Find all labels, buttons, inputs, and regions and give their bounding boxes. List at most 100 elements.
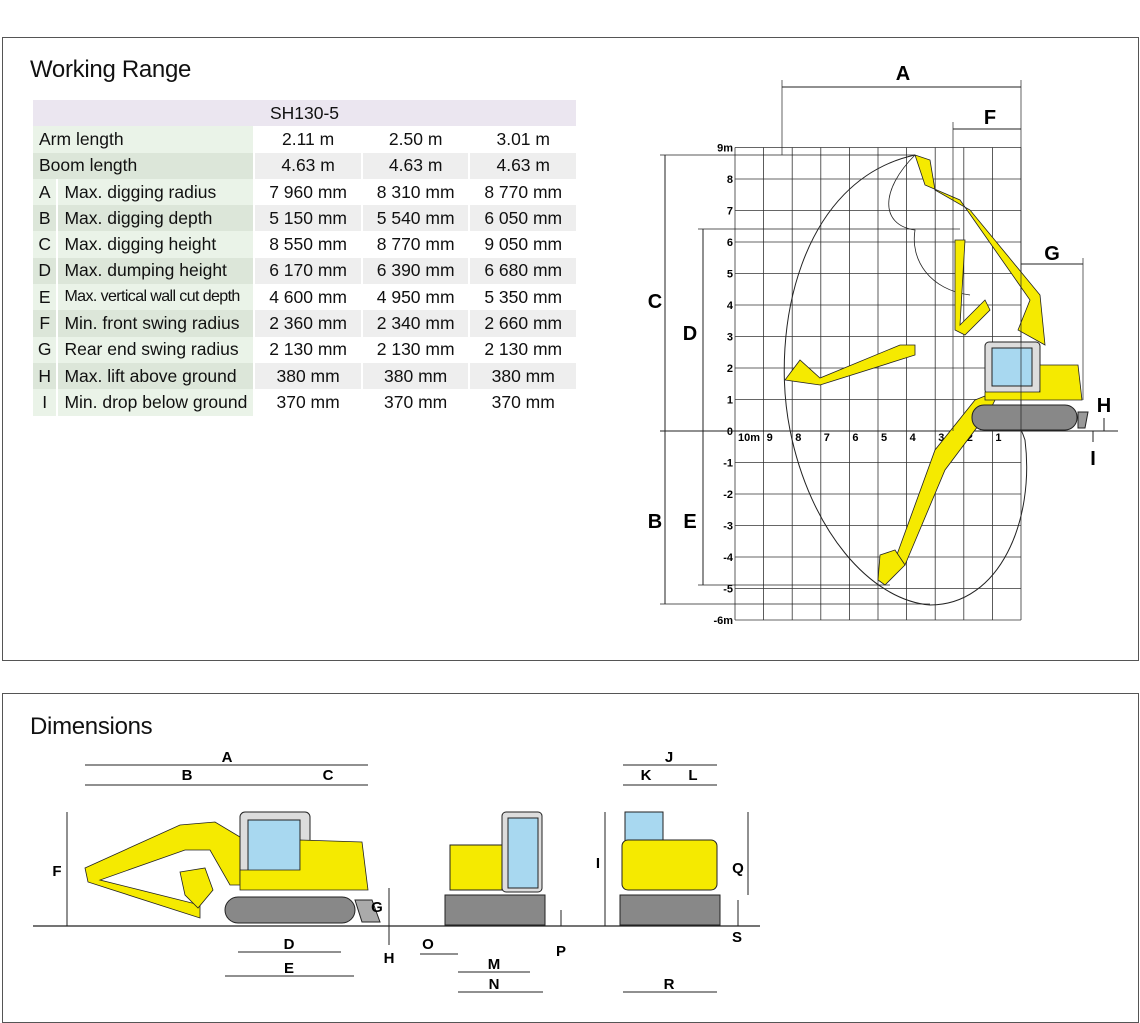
dimension-label: P xyxy=(556,943,566,960)
row-letter: I xyxy=(33,389,59,416)
row-label: Max. vertical wall cut depth xyxy=(57,284,256,311)
arm-extended xyxy=(784,344,916,386)
rear-view-cab xyxy=(624,811,664,843)
row-letter: C xyxy=(33,231,59,258)
row-value: 4 950 mm xyxy=(361,284,471,311)
dimension-label: F xyxy=(984,107,996,129)
row-value: 9 050 mm xyxy=(469,231,578,258)
row-value: 370 mm xyxy=(254,389,363,416)
row-value: 2 130 mm xyxy=(254,336,363,363)
y-tick-label: -4 xyxy=(723,552,734,564)
row-label: Min. drop below ground xyxy=(57,389,256,416)
dimension-label: B xyxy=(182,767,193,784)
row-label: Rear end swing radius xyxy=(57,336,256,363)
dimension-label: S xyxy=(732,929,742,946)
y-tick-label: 2 xyxy=(727,363,733,375)
side-view-track xyxy=(224,896,356,924)
blade xyxy=(1077,411,1089,429)
row-value: 5 540 mm xyxy=(361,205,471,232)
working-range-title: Working Range xyxy=(30,56,192,83)
y-tick-label: -3 xyxy=(723,521,733,533)
table-header-row: SH130-5 xyxy=(33,100,578,127)
row-value: 6 390 mm xyxy=(361,257,471,285)
x-tick-label: 5 xyxy=(881,432,887,444)
row-value: 5 350 mm xyxy=(469,284,578,311)
dimensions-title: Dimensions xyxy=(30,713,153,740)
y-tick-label: 0 xyxy=(727,426,733,438)
dimension-label: E xyxy=(683,511,696,533)
dimension-label: F xyxy=(52,863,61,880)
row-label: Max. lift above ground xyxy=(57,362,256,390)
x-tick-label: 3 xyxy=(938,432,944,444)
row-value: 7 960 mm xyxy=(254,178,363,206)
dimension-label: I xyxy=(1090,448,1096,470)
row-value: 380 mm xyxy=(361,362,471,390)
y-tick-label: 4 xyxy=(727,300,734,312)
boom-raised xyxy=(914,154,1046,346)
dimension-label: H xyxy=(1097,395,1111,417)
dimension-label: I xyxy=(596,855,600,872)
x-tick-label: 6 xyxy=(852,432,858,444)
y-tick-label: 3 xyxy=(727,332,733,344)
row-label: Max. digging radius xyxy=(57,178,256,206)
row-value: 8 550 mm xyxy=(254,231,363,258)
dimension-label: A xyxy=(222,749,233,766)
y-tick-label: -5 xyxy=(723,584,733,596)
bucket-arc xyxy=(888,154,971,296)
row-label: Max. digging depth xyxy=(57,205,256,232)
dimension-label: A xyxy=(896,63,910,85)
row-value: 3.01 m xyxy=(469,126,578,153)
dimension-label: N xyxy=(489,976,500,993)
row-letter: E xyxy=(33,284,59,311)
y-tick-label: -1 xyxy=(723,458,733,470)
cab-window xyxy=(991,347,1033,387)
x-tick-label: 2 xyxy=(967,432,973,444)
side-view-bucket xyxy=(179,867,214,909)
dimension-label: M xyxy=(488,956,501,973)
side-view-boom-arm xyxy=(84,821,246,919)
dimension-label: K xyxy=(641,767,652,784)
row-value: 380 mm xyxy=(469,362,578,390)
dimension-label: C xyxy=(648,291,662,313)
row-letter: F xyxy=(33,310,59,337)
side-view-cab-window xyxy=(247,819,301,876)
side-view-upper-body xyxy=(239,839,369,891)
row-value: 2 340 mm xyxy=(361,310,471,337)
dimension-label: O xyxy=(422,936,434,953)
row-value: 6 680 mm xyxy=(469,257,578,285)
upper-body xyxy=(984,364,1083,401)
row-value: 6 050 mm xyxy=(469,205,578,232)
row-value: 8 310 mm xyxy=(361,178,471,206)
row-value: 2.50 m xyxy=(361,126,471,153)
row-value: 5 150 mm xyxy=(254,205,363,232)
row-value: 2 360 mm xyxy=(254,310,363,337)
row-label: Min. front swing radius xyxy=(57,310,256,337)
dimension-label: L xyxy=(688,767,697,784)
dimension-label: C xyxy=(323,767,334,784)
x-tick-label: 10m xyxy=(738,432,760,444)
side-view-blade xyxy=(354,899,381,923)
x-tick-label: 8 xyxy=(795,432,801,444)
dimension-label: Q xyxy=(732,860,744,877)
dimension-label: D xyxy=(683,323,697,345)
row-value: 2 130 mm xyxy=(361,336,471,363)
row-value: 6 170 mm xyxy=(254,257,363,285)
row-value: 2 660 mm xyxy=(469,310,578,337)
dimension-label: J xyxy=(665,749,673,766)
row-label: Max. digging height xyxy=(57,231,256,258)
dimensions-panel xyxy=(2,693,1139,1023)
row-letter: B xyxy=(33,205,59,232)
row-value: 2 130 mm xyxy=(469,336,578,363)
row-letter: D xyxy=(33,257,59,285)
rear-view-tracks xyxy=(619,894,721,926)
model-header: SH130-5 xyxy=(33,100,578,127)
row-value: 4.63 m xyxy=(469,152,578,179)
crawler-track xyxy=(971,404,1078,431)
